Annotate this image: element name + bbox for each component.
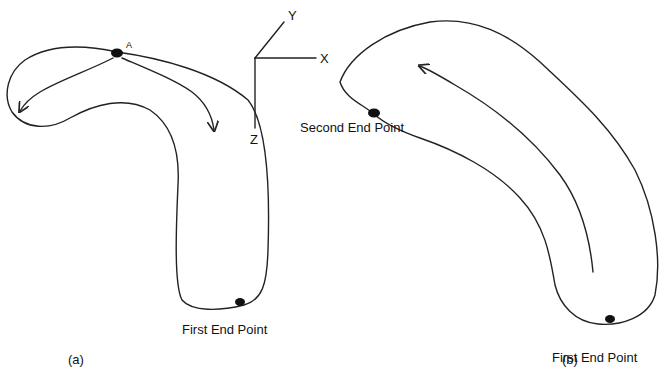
curved-body-a (7, 47, 268, 309)
axis-label: Y (288, 8, 297, 23)
end-point-label: First End Point (182, 322, 267, 337)
curved-body-b (340, 21, 658, 324)
end-point-dot (235, 298, 245, 306)
panel-label: (b) (562, 352, 578, 367)
point-a-dot (111, 49, 123, 58)
motion-arrow (420, 66, 593, 272)
end-point-dot (368, 109, 380, 118)
panel-label: (a) (68, 352, 84, 367)
motion-arrow (122, 58, 214, 130)
axis-x (255, 57, 316, 58)
axis-y (255, 22, 284, 58)
point-label: A (126, 38, 132, 53)
end-point-label: Second End Point (300, 120, 404, 135)
end-point-dot (605, 315, 615, 323)
axis-label: Z (250, 132, 258, 147)
axis-z (254, 58, 255, 128)
axis-label: X (320, 51, 329, 66)
motion-arrow (20, 58, 113, 111)
